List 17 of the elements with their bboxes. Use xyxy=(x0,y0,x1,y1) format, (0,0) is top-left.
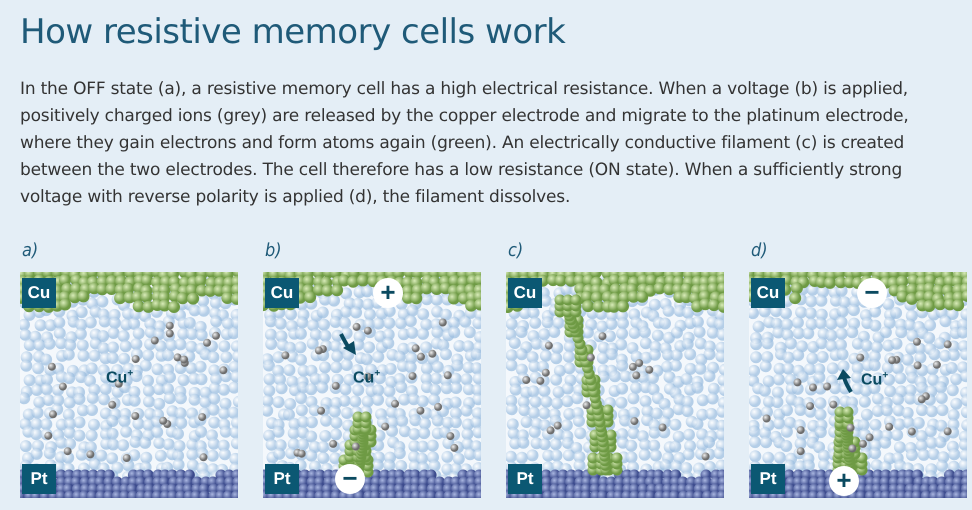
electrode-label: Pt xyxy=(22,464,56,494)
intro-paragraph: In the OFF state (a), a resistive memory cell has a high electrical resistance. When a voltage (b) is applied, positively charged ions (grey) are released by the copper electrode and migrate to the platinum electrode, where they gain electrons and form atoms again (green). An electrically conductive filament (c) is created between the two electrodes. The cell therefore has a low resistance (ON state). When a sufficiently strong voltage with reverse polarity is applied (d), the filament dissolves. xyxy=(20,78,910,209)
ion-label: Cu$^{+}$ xyxy=(353,368,380,388)
panel-letter: b) xyxy=(265,240,282,261)
panel-letter: c) xyxy=(508,240,524,261)
electrode-label: Pt xyxy=(508,464,542,494)
ion-label: Cu$^{+}$ xyxy=(861,370,888,390)
title: How resistive memory cells work xyxy=(20,12,566,52)
electrode-label: Pt xyxy=(751,464,785,494)
electrode-label: Pt xyxy=(265,464,299,494)
electrode-label: Cu xyxy=(508,278,542,308)
ion-label: Cu$^{+}$ xyxy=(106,368,134,388)
electrode-label: Cu xyxy=(265,278,299,308)
panel-letter: d) xyxy=(751,240,768,261)
panel-letter: a) xyxy=(22,240,38,261)
electrode-label: Cu xyxy=(751,278,785,308)
electrode-label: Cu xyxy=(22,278,56,308)
